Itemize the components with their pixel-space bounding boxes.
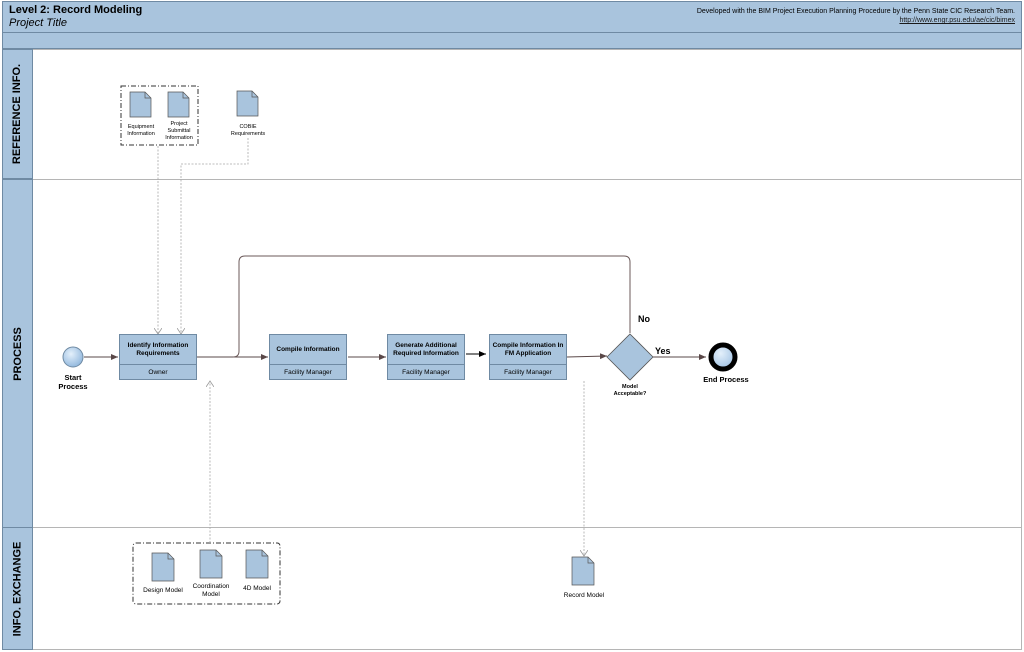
record-model-label: Record Model bbox=[563, 592, 605, 599]
task-title: Compile Information bbox=[276, 345, 340, 353]
design-model-label: Design Model bbox=[143, 587, 183, 594]
task-role: Facility Manager bbox=[270, 364, 346, 379]
lane-title-process: PROCESS bbox=[11, 326, 24, 381]
coordination-model-label: Coordination Model bbox=[192, 583, 230, 598]
gateway-no-label: No bbox=[638, 314, 650, 324]
end-event-label: End Process bbox=[703, 375, 749, 384]
4d-model-label: 4D Model bbox=[243, 585, 271, 592]
credit-line: Developed with the BIM Project Execution… bbox=[696, 8, 1015, 15]
header-strip bbox=[2, 33, 1022, 49]
lane-reference bbox=[33, 49, 1022, 180]
task-title: Compile Information In FM Application bbox=[492, 341, 564, 357]
task-generate-additional[interactable]: Generate Additional Required Information… bbox=[387, 334, 465, 380]
credit-text: Developed with the BIM Project Execution… bbox=[697, 7, 1015, 25]
task-compile-fm-application[interactable]: Compile Information In FM Application Fa… bbox=[489, 334, 567, 380]
equipment-info-label: Equipment Information bbox=[127, 124, 155, 137]
task-title: Identify Information Requirements bbox=[127, 341, 189, 357]
task-compile-information[interactable]: Compile Information Facility Manager bbox=[269, 334, 347, 380]
diagram-title: Level 2: Record Modeling bbox=[9, 4, 143, 16]
lane-label-reference: REFERENCE INFO. bbox=[2, 49, 33, 179]
task-role: Facility Manager bbox=[388, 364, 464, 379]
project-title: Project Title bbox=[9, 17, 67, 29]
task-role: Facility Manager bbox=[490, 364, 566, 379]
lane-title-reference: REFERENCE INFO. bbox=[11, 63, 24, 165]
credit-link[interactable]: http://www.engr.psu.edu/ae/cic/bimex bbox=[899, 17, 1015, 24]
task-identify-information[interactable]: Identify Information Requirements Owner bbox=[119, 334, 197, 380]
lane-title-exchange: INFO. EXCHANGE bbox=[11, 541, 24, 636]
task-role: Owner bbox=[120, 364, 196, 379]
task-title: Generate Additional Required Information bbox=[393, 341, 459, 357]
start-event-label: Start Process bbox=[58, 373, 88, 391]
submittal-info-label: Project Submittal Information bbox=[165, 121, 193, 141]
lane-label-exchange: INFO. EXCHANGE bbox=[2, 527, 33, 650]
gateway-yes-label: Yes bbox=[655, 346, 671, 356]
lane-label-process: PROCESS bbox=[2, 179, 33, 528]
header-bar: Level 2: Record Modeling Project Title D… bbox=[2, 1, 1022, 33]
cobie-requirements-label: COBIE Requirements bbox=[230, 124, 266, 137]
gateway-question-label: Model Acceptable? bbox=[613, 384, 647, 397]
